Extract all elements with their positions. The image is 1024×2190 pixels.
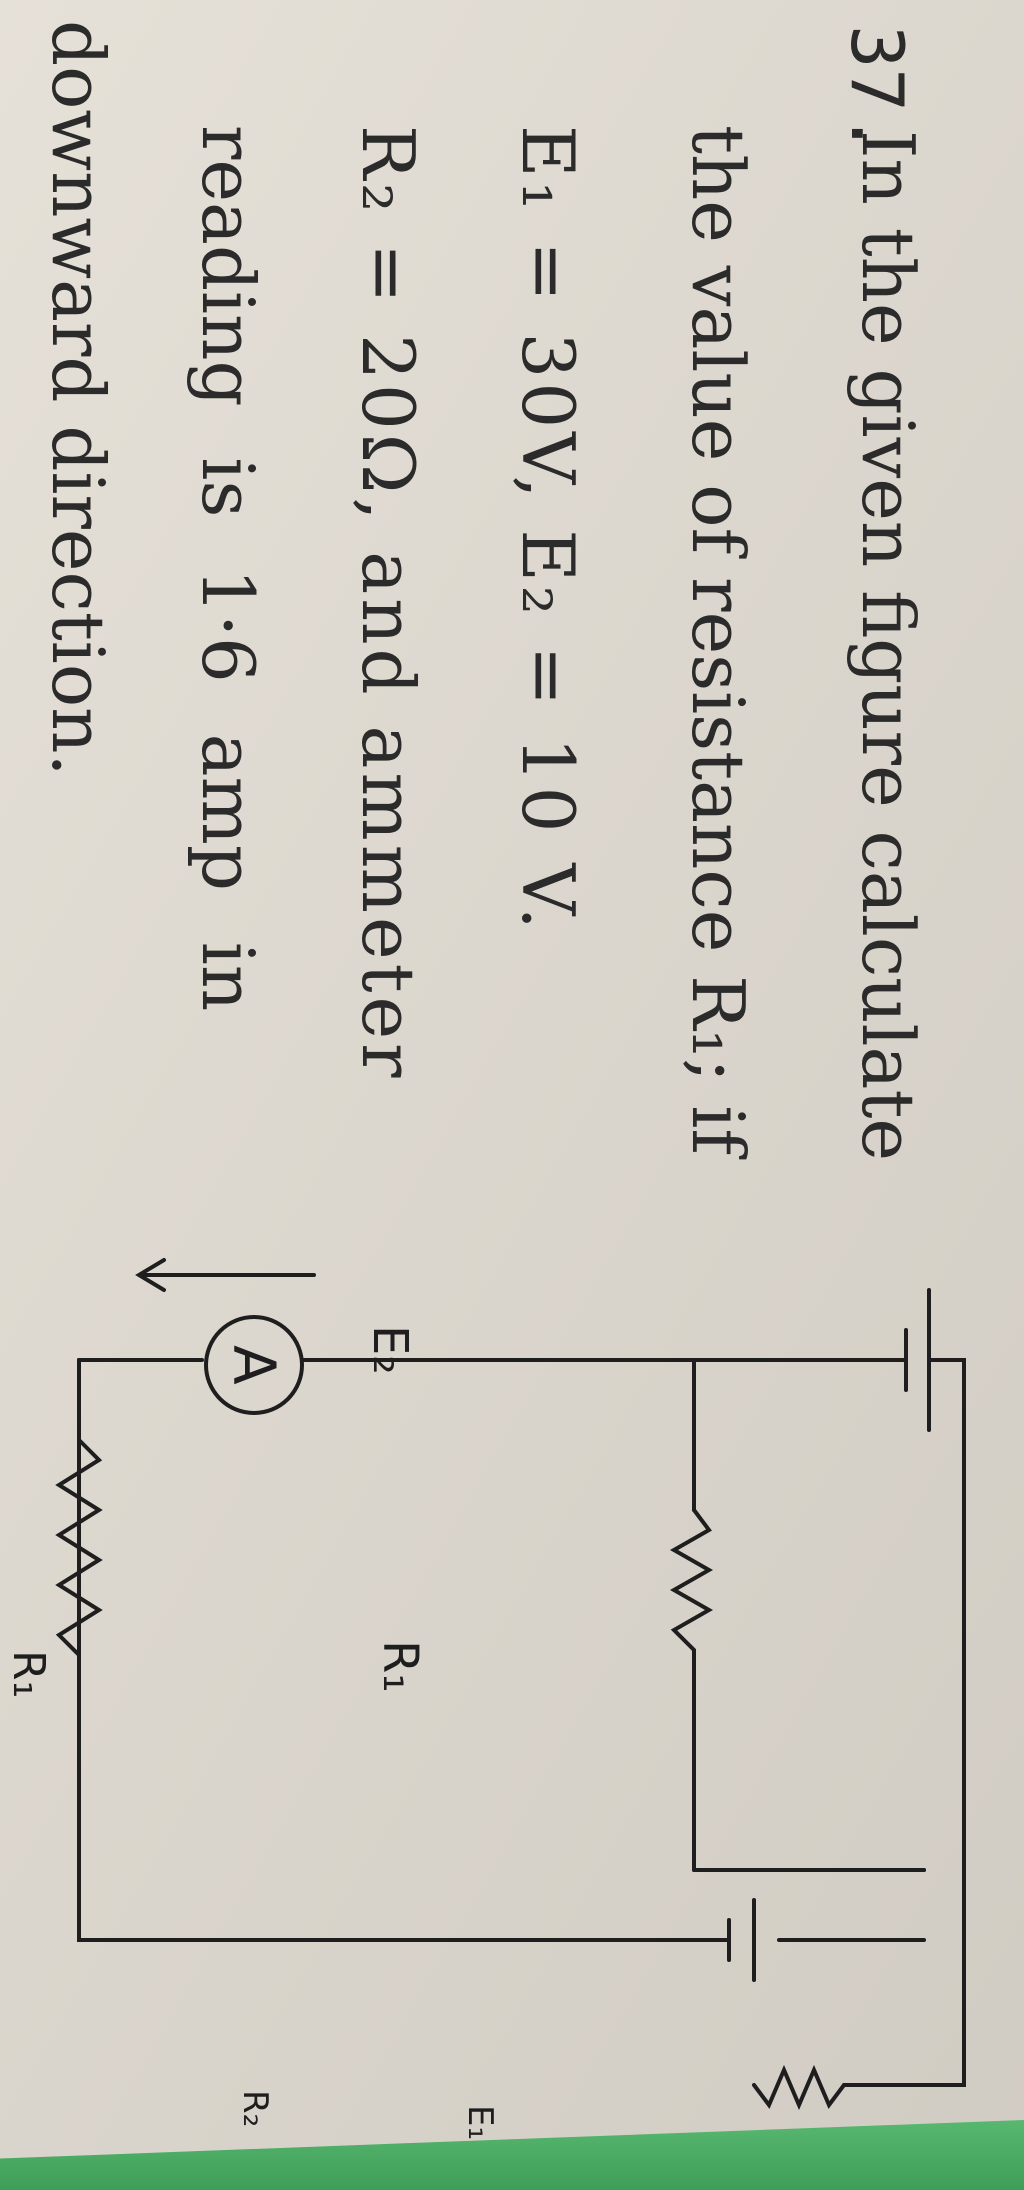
question-line-5: reading is 1·6 amp in	[186, 125, 270, 1012]
question-line-4: R₂ = 20Ω, and ammeter	[346, 125, 430, 1082]
ammeter-circle	[204, 1315, 304, 1415]
label-e2: E₂	[362, 1325, 418, 1375]
question-line-6: downward direction.	[36, 20, 120, 777]
question-line-3: E₁ = 30V, E₂ = 10 V.	[506, 125, 590, 934]
label-r1-lower: R₁	[3, 1650, 54, 1698]
label-e1: E₁	[460, 2105, 500, 2140]
resistor-r2	[752, 2064, 846, 2111]
label-r1-upper: R₁	[372, 1640, 428, 1693]
top-wire	[842, 1358, 966, 2087]
question-line-1: In the given figure calculate	[846, 130, 930, 1162]
label-r2: R₂	[235, 2090, 275, 2127]
label-ammeter: A	[220, 1345, 288, 1385]
current-arrow-head	[135, 1258, 166, 1292]
resistor-r1-upper	[669, 1508, 714, 1872]
question-line-2: the value of resistance R₁; if	[676, 125, 760, 1156]
circuit-diagram: E₂ R₁ R₂ E₁ A R₁	[3, 1258, 966, 2140]
resistor-r1-lower	[55, 1438, 103, 1942]
